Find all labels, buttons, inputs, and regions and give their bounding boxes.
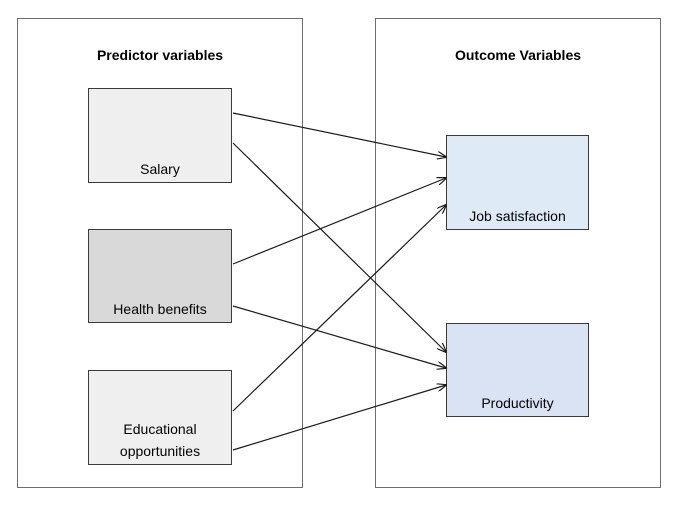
outcome-panel: Outcome Variables <box>375 18 661 488</box>
predictor-panel-title: Predictor variables <box>96 47 224 63</box>
node-health-benefits-label: Health benefits <box>113 301 207 317</box>
node-educational-opportunities: Educational opportunities <box>88 370 232 465</box>
outcome-panel-title: Outcome Variables <box>454 47 582 63</box>
node-productivity: Productivity <box>446 323 589 417</box>
node-educational-opportunities-label: Educational opportunities <box>119 421 201 459</box>
node-salary-label: Salary <box>140 161 180 177</box>
node-productivity-label: Productivity <box>481 395 554 411</box>
node-job-satisfaction: Job satisfaction <box>446 135 589 230</box>
node-health-benefits: Health benefits <box>88 229 232 323</box>
node-job-satisfaction-label: Job satisfaction <box>469 208 566 224</box>
node-salary: Salary <box>88 88 232 183</box>
